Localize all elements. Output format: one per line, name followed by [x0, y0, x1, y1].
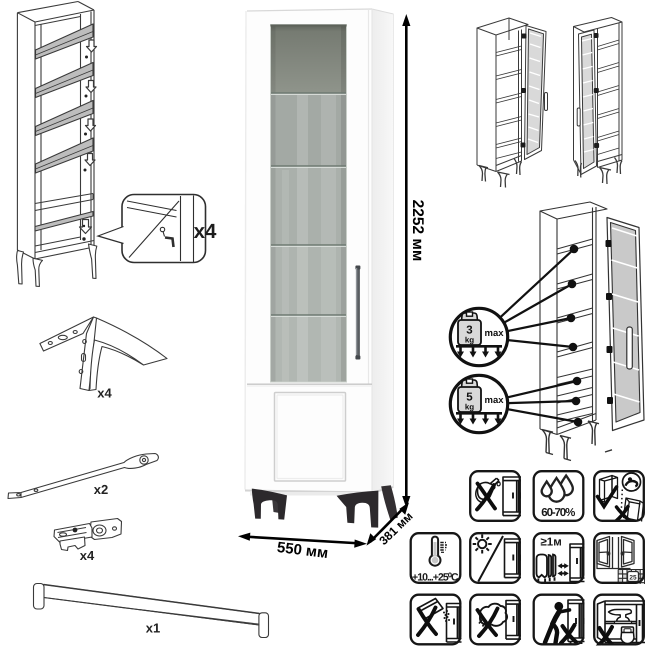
svg-text:x4: x4 — [194, 220, 217, 243]
svg-text:kg: kg — [465, 403, 474, 412]
svg-text:x4: x4 — [80, 548, 95, 563]
svg-text:2252 мм: 2252 мм — [409, 200, 426, 262]
svg-text:5: 5 — [466, 392, 473, 404]
svg-text:550 мм: 550 мм — [276, 539, 329, 562]
svg-text:x2: x2 — [94, 482, 108, 497]
svg-text:max: max — [485, 328, 505, 339]
svg-text:+10...+25⁰C: +10...+25⁰C — [412, 572, 459, 584]
svg-text:25: 25 — [629, 574, 636, 582]
svg-text:x4: x4 — [97, 386, 112, 401]
svg-text:kg: kg — [465, 336, 474, 345]
svg-text:x1: x1 — [146, 621, 160, 636]
svg-text:3: 3 — [466, 325, 472, 337]
svg-text:max: max — [485, 395, 505, 406]
svg-text:≥1м: ≥1м — [541, 537, 562, 549]
svg-text:60-70%: 60-70% — [541, 507, 575, 519]
